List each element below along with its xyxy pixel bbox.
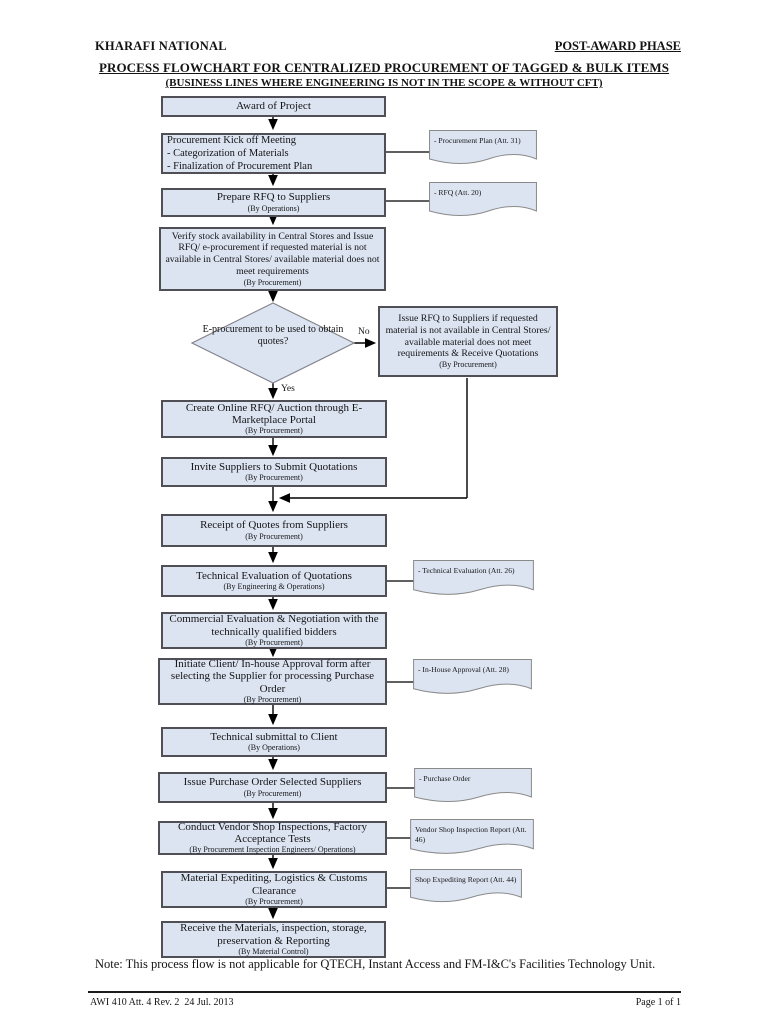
step-owner: (By Engineering & Operations) xyxy=(223,582,325,592)
document-label: Shop Expediting Report (Att. 44) xyxy=(415,875,517,884)
yes-label: Yes xyxy=(281,384,295,394)
company-name: KHARAFI NATIONAL xyxy=(95,39,227,53)
step-label: Create Online RFQ/ Auction through E-Mar… xyxy=(185,401,363,426)
step-owner: (By Procurement) xyxy=(439,360,497,369)
doc-purchase-order: - Purchase Order xyxy=(414,768,532,808)
step-invite-suppliers: Invite Suppliers to Submit Quotations (B… xyxy=(161,457,387,487)
step-label: Prepare RFQ to Suppliers xyxy=(216,191,331,204)
doc-shop-expediting-report: Shop Expediting Report (Att. 44) xyxy=(410,869,522,908)
step-initiate-approval-form: Initiate Client/ In-house Approval form … xyxy=(158,658,387,705)
step-label: Initiate Client/ In-house Approval form … xyxy=(170,657,375,695)
step-owner: (By Procurement) xyxy=(243,277,302,287)
step-owner: (By Procurement) xyxy=(245,531,303,541)
document-label: Vendor Shop Inspection Report (Att. 46) xyxy=(415,825,527,844)
step-commercial-evaluation: Commercial Evaluation & Negotiation with… xyxy=(161,612,387,649)
step-issue-purchase-order: Issue Purchase Order Selected Suppliers … xyxy=(158,772,387,803)
step-owner: (By Material Control) xyxy=(238,946,309,956)
decision-diamond xyxy=(190,302,356,384)
document-symbol xyxy=(429,130,537,170)
step-create-online-rfq-auction: Create Online RFQ/ Auction through E-Mar… xyxy=(161,400,387,438)
document-label: - RFQ (Att. 20) xyxy=(434,188,482,197)
footer-reference: AWI 410 Att. 4 Rev. 2 24 Jul. 2013 xyxy=(90,997,234,1008)
step-award-of-project: Award of Project xyxy=(161,96,386,117)
doc-vendor-inspection-report: Vendor Shop Inspection Report (Att. 46) xyxy=(410,819,534,860)
step-label: Receive the Materials, inspection, stora… xyxy=(180,922,367,947)
step-line: - Finalization of Procurement Plan xyxy=(167,161,313,173)
decision-question: E-procurement to be used to obtain quote… xyxy=(202,324,344,347)
step-technical-evaluation: Technical Evaluation of Quotations (By E… xyxy=(161,565,387,597)
step-label: Issue Purchase Order Selected Suppliers xyxy=(183,776,362,789)
document-label: - In-House Approval (Att. 28) xyxy=(418,665,509,674)
document-label: - Technical Evaluation (Att. 26) xyxy=(418,566,515,575)
step-label: Invite Suppliers to Submit Quotations xyxy=(190,460,358,473)
footer-divider xyxy=(88,991,681,993)
page-title: PROCESS FLOWCHART FOR CENTRALIZED PROCUR… xyxy=(98,60,670,75)
step-label: Award of Project xyxy=(236,100,311,113)
step-label: Commercial Evaluation & Negotiation with… xyxy=(169,613,379,638)
step-label: Verify stock availability in Central Sto… xyxy=(165,230,380,277)
doc-procurement-plan: - Procurement Plan (Att. 31) xyxy=(429,130,537,170)
step-owner: (By Procurement) xyxy=(243,788,302,798)
step-owner: (By Operations) xyxy=(247,203,300,213)
step-technical-submittal: Technical submittal to Client (By Operat… xyxy=(161,727,387,757)
doc-technical-evaluation: - Technical Evaluation (Att. 26) xyxy=(413,560,534,601)
step-line: - Categorization of Materials xyxy=(167,148,289,159)
step-owner: (By Operations) xyxy=(248,743,300,753)
step-receive-materials: Receive the Materials, inspection, stora… xyxy=(161,921,386,958)
step-label: Material Expediting, Logistics & Customs… xyxy=(180,872,368,897)
document-symbol xyxy=(414,768,532,808)
step-procurement-kickoff-meeting: Procurement Kick off Meeting - Categoriz… xyxy=(161,133,386,174)
document-symbol xyxy=(429,182,537,222)
step-vendor-shop-inspections: Conduct Vendor Shop Inspections, Factory… xyxy=(158,821,387,855)
document-symbol xyxy=(413,659,532,700)
step-label: Technical Evaluation of Quotations xyxy=(196,569,352,582)
doc-inhouse-approval: - In-House Approval (Att. 28) xyxy=(413,659,532,700)
step-line: Procurement Kick off Meeting xyxy=(167,134,296,146)
step-material-expediting: Material Expediting, Logistics & Customs… xyxy=(161,871,387,908)
document-symbol xyxy=(413,560,534,601)
step-owner: (By Procurement Inspection Engineers/ Op… xyxy=(189,845,356,855)
step-prepare-rfq: Prepare RFQ to Suppliers (By Operations) xyxy=(161,188,386,217)
step-label: Issue RFQ to Suppliers if requested mate… xyxy=(385,313,551,360)
step-label: Conduct Vendor Shop Inspections, Factory… xyxy=(178,820,367,845)
step-verify-stock-availability: Verify stock availability in Central Sto… xyxy=(159,227,386,291)
step-owner: (By Procurement) xyxy=(245,637,303,647)
document-label: - Procurement Plan (Att. 31) xyxy=(434,136,521,145)
doc-rfq: - RFQ (Att. 20) xyxy=(429,182,537,222)
footnote: Note: This process flow is not applicabl… xyxy=(95,957,656,971)
step-issue-rfq-to-suppliers: Issue RFQ to Suppliers if requested mate… xyxy=(378,306,558,377)
page-subtitle: (BUSINESS LINES WHERE ENGINEERING IS NOT… xyxy=(165,77,603,89)
step-owner: (By Procurement) xyxy=(245,473,303,483)
step-label: Technical submittal to Client xyxy=(210,730,338,743)
no-label: No xyxy=(358,327,370,337)
step-owner: (By Procurement) xyxy=(243,695,302,705)
document-label: - Purchase Order xyxy=(419,774,471,783)
phase-label: POST-AWARD PHASE xyxy=(554,39,681,53)
step-label: Receipt of Quotes from Suppliers xyxy=(200,519,348,532)
document-symbol xyxy=(410,819,534,860)
step-receipt-of-quotes: Receipt of Quotes from Suppliers (By Pro… xyxy=(161,514,387,547)
step-owner: (By Procurement) xyxy=(245,426,303,436)
step-owner: (By Procurement) xyxy=(245,896,303,906)
document-symbol xyxy=(410,869,522,908)
footer-page-number: Page 1 of 1 xyxy=(635,997,681,1008)
